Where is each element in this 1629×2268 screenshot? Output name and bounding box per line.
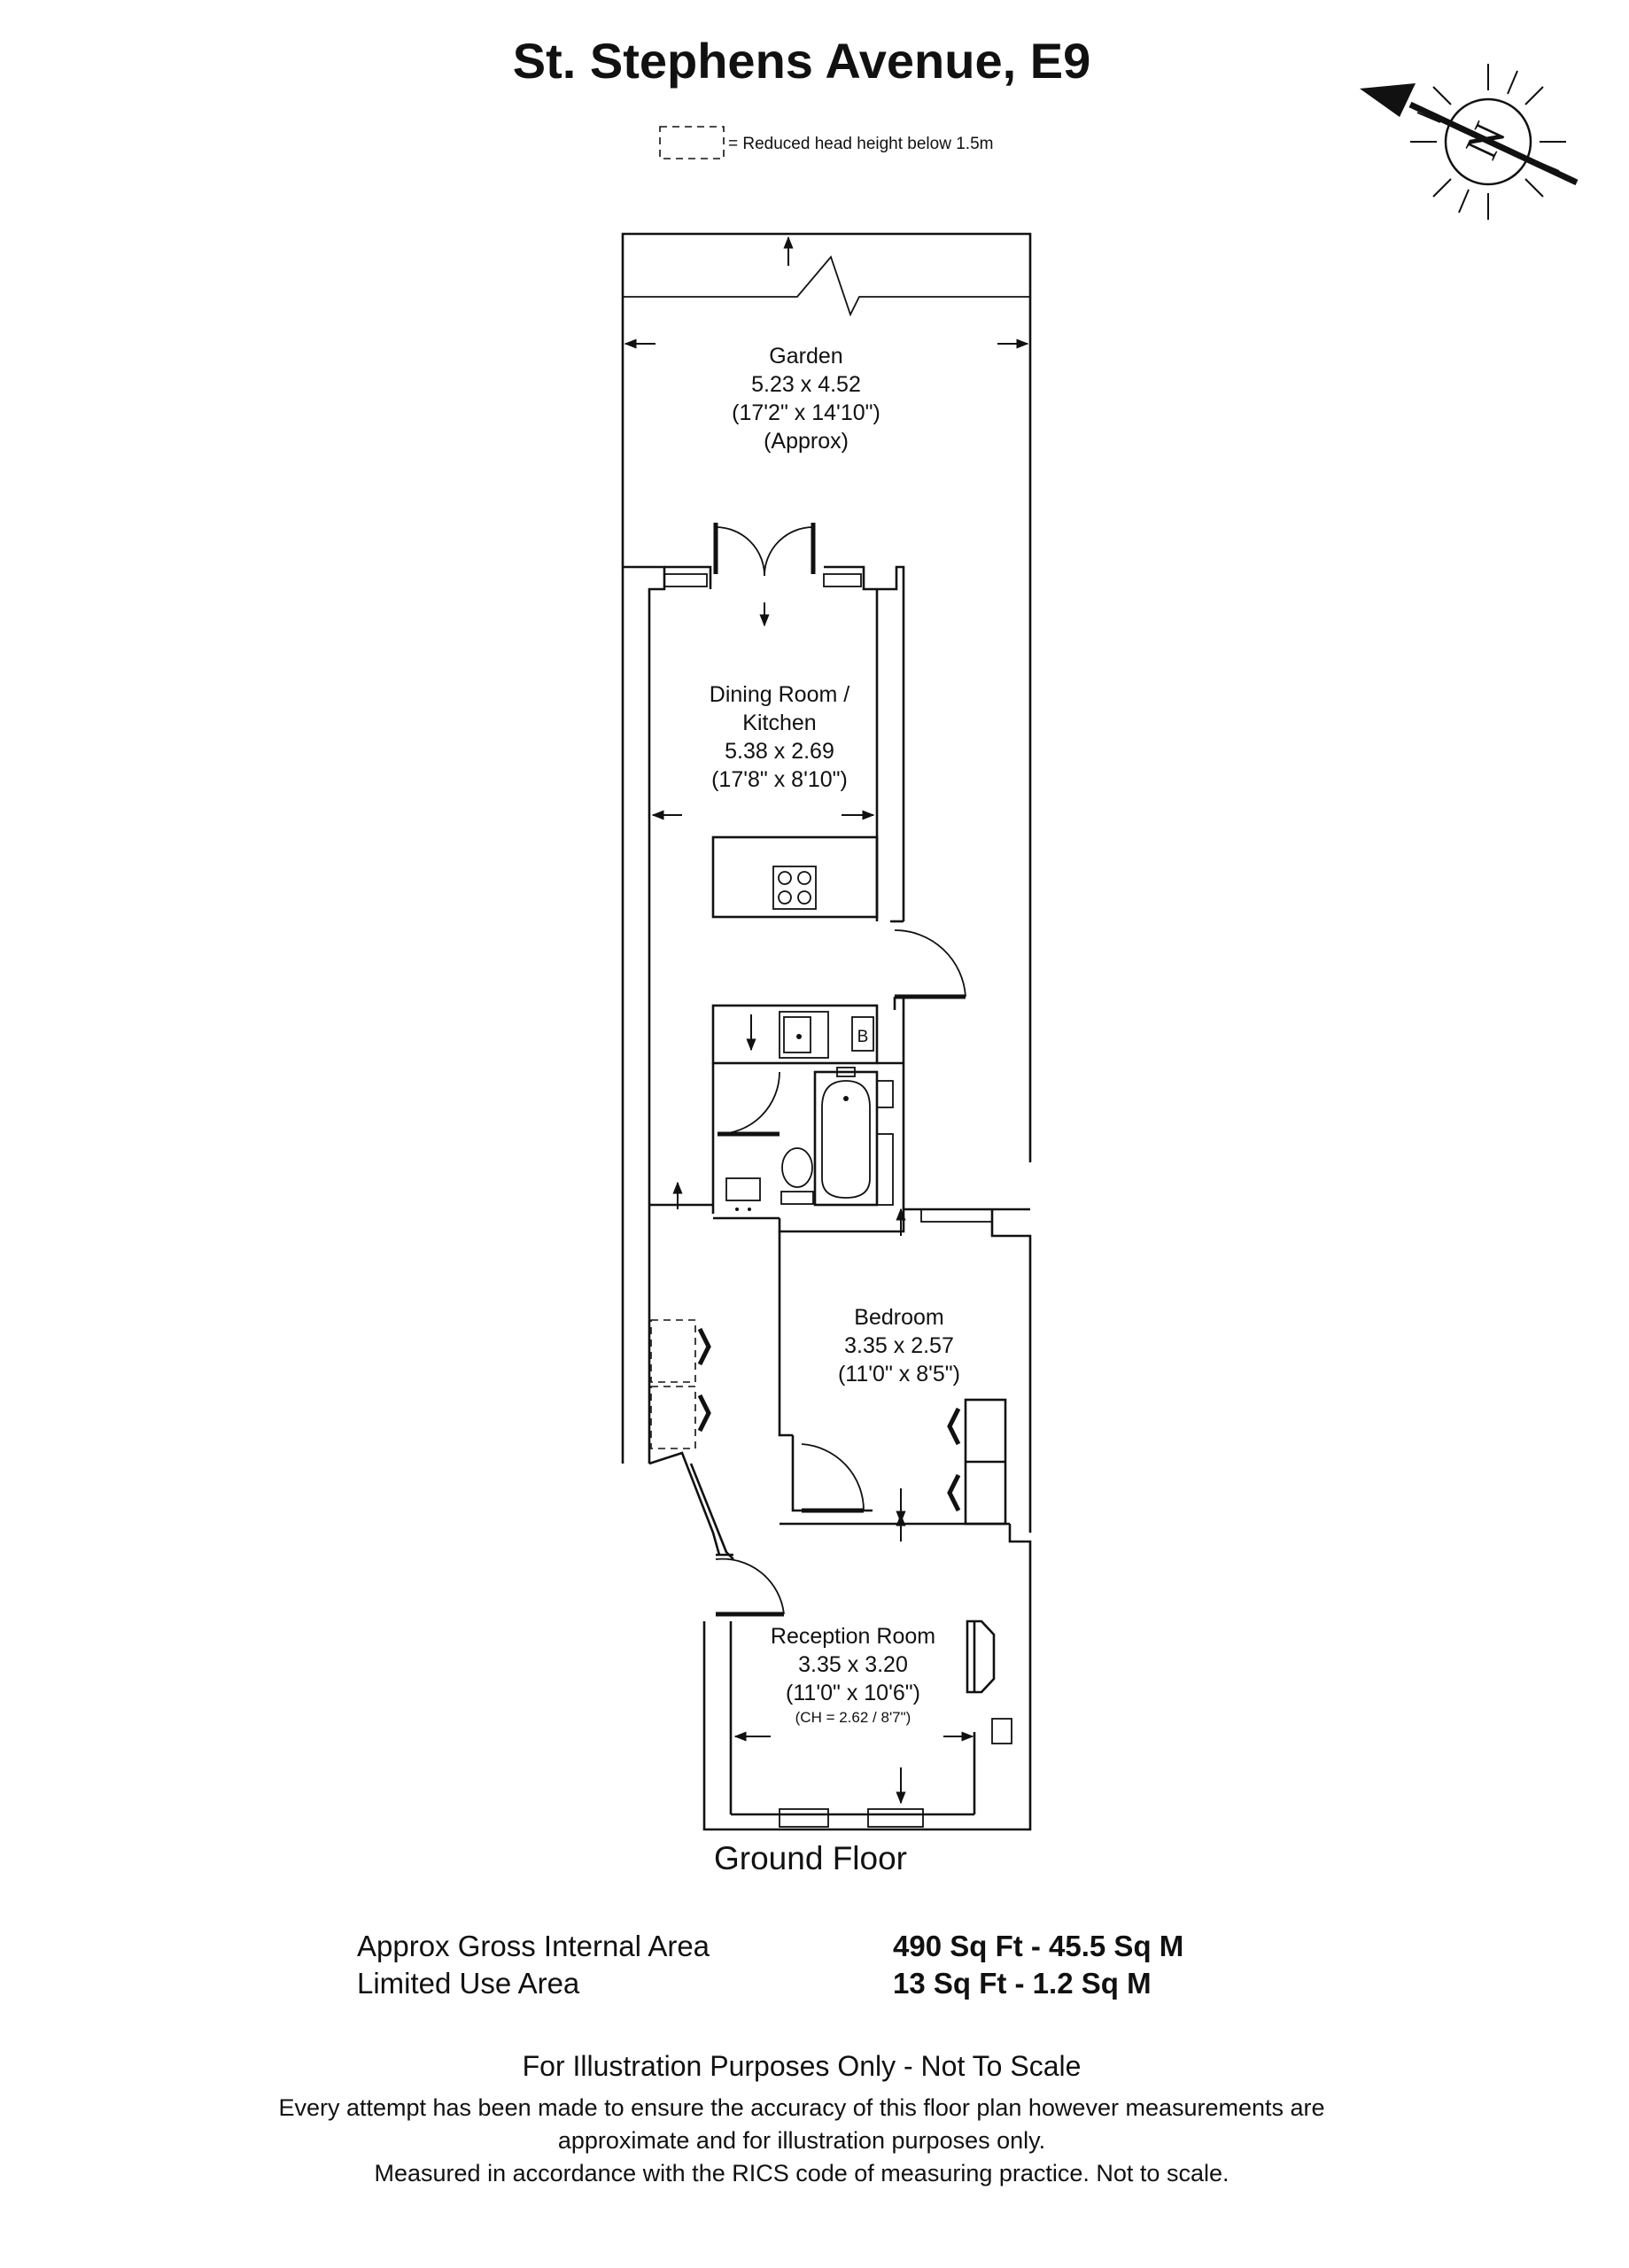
reception-metric: 3.35 x 3.20 bbox=[798, 1652, 908, 1677]
boiler-label: B bbox=[857, 1028, 869, 1046]
garden-metric: 5.23 x 4.52 bbox=[751, 372, 861, 397]
compass-icon: N bbox=[1360, 64, 1579, 220]
dining-metric: 5.38 x 2.69 bbox=[725, 739, 834, 764]
bathroom-walls: B bbox=[649, 1004, 1030, 1233]
legend-dashed-box bbox=[659, 126, 725, 159]
gross-area-label: Approx Gross Internal Area bbox=[357, 1930, 710, 1962]
dining-imperial: (17'8" x 8'10") bbox=[711, 767, 848, 792]
disclaimer-heading: For Illustration Purposes Only - Not To … bbox=[523, 2050, 1082, 2082]
bath-icon bbox=[813, 1067, 879, 1207]
reception-imperial: (11'0" x 10'6") bbox=[786, 1681, 920, 1705]
garden-area bbox=[621, 232, 1032, 1464]
limited-height-area bbox=[650, 1386, 696, 1449]
reception-name: Reception Room bbox=[771, 1624, 935, 1649]
limited-area-value: 13 Sq Ft - 1.2 Sq M bbox=[893, 1967, 1152, 2000]
disclaimer-line-3: Measured in accordance with the RICS cod… bbox=[375, 2160, 1230, 2186]
limited-height-area bbox=[650, 1319, 696, 1383]
legend: = Reduced head height below 1.5m bbox=[659, 126, 993, 159]
bedroom-imperial: (11'0" x 8'5") bbox=[838, 1362, 960, 1386]
page-title: St. Stephens Avenue, E9 bbox=[513, 33, 1090, 89]
floor-label: Ground Floor bbox=[714, 1840, 907, 1876]
dining-name-2: Kitchen bbox=[742, 711, 816, 735]
hob-icon bbox=[772, 866, 817, 910]
gross-area-value: 490 Sq Ft - 45.5 Sq M bbox=[893, 1930, 1183, 1962]
legend-text: = Reduced head height below 1.5m bbox=[728, 135, 993, 153]
garden-note: (Approx) bbox=[764, 429, 849, 454]
dining-name-1: Dining Room / bbox=[710, 682, 849, 707]
garden-name: Garden bbox=[769, 344, 842, 369]
bedroom-name: Bedroom bbox=[854, 1305, 943, 1330]
bedroom-metric: 3.35 x 2.57 bbox=[844, 1333, 954, 1358]
reception-walls bbox=[702, 1513, 1032, 1831]
garden-imperial: (17'2" x 14'10") bbox=[732, 400, 880, 425]
limited-area-label: Limited Use Area bbox=[357, 1967, 580, 2000]
disclaimer-line-1: Every attempt has been made to ensure th… bbox=[278, 2094, 1324, 2121]
dining-kitchen-walls bbox=[623, 523, 966, 1464]
bedroom-walls bbox=[778, 1208, 1032, 1533]
toilet-icon bbox=[780, 1147, 814, 1205]
hallway-walls bbox=[648, 1319, 785, 1617]
reception-ceiling-height: (CH = 2.62 / 8'7") bbox=[795, 1709, 911, 1726]
basin-icon bbox=[725, 1177, 761, 1211]
sink-icon bbox=[779, 1011, 829, 1059]
disclaimer-line-2: approximate and for illustration purpose… bbox=[558, 2127, 1045, 2154]
